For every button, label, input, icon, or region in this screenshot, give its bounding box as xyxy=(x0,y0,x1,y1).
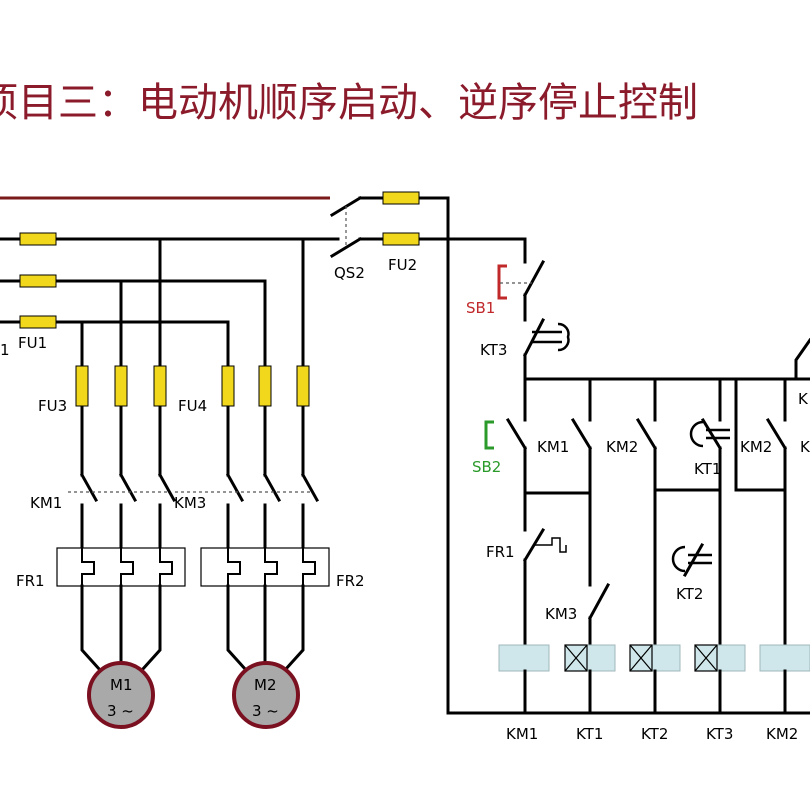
fu3-label: FU3 xyxy=(38,397,67,415)
power-circuit: FU1 1 FU3 FU4 KM1 KM3 xyxy=(0,191,527,729)
fuse-fu1-c xyxy=(19,315,57,329)
kt3-contact xyxy=(522,317,546,358)
kt2-contact xyxy=(682,542,705,578)
coil-km2 xyxy=(759,644,810,715)
fuse-fu4-a xyxy=(221,365,235,407)
fu2-label: FU2 xyxy=(388,256,417,274)
sb2-contact xyxy=(505,417,528,451)
fr1-contact-label: FR1 xyxy=(486,543,515,561)
m1-lead-a xyxy=(80,584,103,673)
right-upper-contact xyxy=(794,337,810,381)
motor-m2-name: M2 xyxy=(254,676,277,694)
fr1-thermal-symbol xyxy=(534,537,567,553)
km2-contact-b xyxy=(765,417,788,451)
sb2-label: SB2 xyxy=(472,458,501,476)
km2-contact-a-label: KM2 xyxy=(606,438,638,456)
km2-contact-b-wire-bottom xyxy=(734,377,787,492)
coil-kt2 xyxy=(629,644,681,715)
km1-hold-contact xyxy=(570,417,593,451)
fuse-fu4-b xyxy=(258,365,272,407)
fr2-power-label: FR2 xyxy=(336,572,365,590)
kt2-timer-symbol xyxy=(671,545,712,573)
km3-main-contact-b xyxy=(262,472,282,503)
motor-m1-name: M1 xyxy=(110,676,133,694)
km3-contact xyxy=(587,582,611,621)
motor-m2: M2 3 ~ xyxy=(232,661,300,729)
coil-label-kt2: KT2 xyxy=(641,725,668,743)
right-k2-label: K xyxy=(800,438,810,456)
m1-lead-c xyxy=(139,584,162,673)
km1-power-label: KM1 xyxy=(30,494,62,512)
km3-power-label: KM3 xyxy=(174,494,206,512)
control-return-rail xyxy=(446,196,810,715)
fuse-fu3-b xyxy=(114,365,128,407)
sb1-label: SB1 xyxy=(466,299,495,317)
km3-main-contact-c xyxy=(300,472,320,503)
kt3-top-label: KT3 xyxy=(480,341,507,359)
fr1-heater-a xyxy=(81,548,95,586)
motor-m2-phase: 3 ~ xyxy=(252,702,279,720)
sb2-button xyxy=(484,420,494,450)
motor-m1: M1 3 ~ xyxy=(87,661,155,729)
left-edge-label: 1 xyxy=(0,341,10,359)
coil-km1 xyxy=(498,644,550,715)
fuse-fu1-a xyxy=(19,232,57,246)
fuse-fu2-b xyxy=(382,232,420,246)
fuse-fu1-b xyxy=(19,274,57,288)
fr2-heater-a xyxy=(227,548,241,586)
qs2-label: QS2 xyxy=(334,264,365,282)
fr1-heater-c xyxy=(159,548,173,586)
fuse-fu4-c xyxy=(296,365,310,407)
sb1-button xyxy=(497,264,507,300)
fr2-heater-b xyxy=(264,548,278,586)
coil-label-km1: KM1 xyxy=(506,725,538,743)
motor-m1-phase: 3 ~ xyxy=(107,702,134,720)
fuse-fu3-a xyxy=(75,365,89,407)
kt1-timer-symbol xyxy=(689,420,730,448)
right-k1-label: K xyxy=(798,390,809,408)
coil-kt1 xyxy=(564,644,616,715)
km2-contact-a xyxy=(635,417,658,451)
km3-main-contact-a xyxy=(225,472,245,503)
km1-main-contact-b xyxy=(118,472,138,503)
control-circuit: SB1 KT3 K SB2 KM1 KM2 KT1 xyxy=(446,196,810,743)
fuse-fu2-a xyxy=(382,191,420,205)
fuse-fu3-c xyxy=(153,365,167,407)
m2-lead-c xyxy=(282,584,305,673)
kt3-timer-symbol xyxy=(532,322,570,352)
coil-kt3 xyxy=(694,644,746,715)
km3-contact-label: KM3 xyxy=(545,605,577,623)
kt2-contact-label: KT2 xyxy=(676,585,703,603)
coil-label-kt1: KT1 xyxy=(576,725,603,743)
qs2-blade-lower xyxy=(329,236,363,259)
kt1-contact-label: KT1 xyxy=(694,460,721,478)
coil-label-km2: KM2 xyxy=(766,725,798,743)
fr1-heater-b xyxy=(120,548,134,586)
km1-main-contact-a xyxy=(79,472,99,503)
fr2-heater-c xyxy=(302,548,316,586)
km2-contact-b-label: KM2 xyxy=(740,438,772,456)
fu4-label: FU4 xyxy=(178,397,207,415)
kt1-contact xyxy=(700,417,723,451)
fu1-label: FU1 xyxy=(18,334,47,352)
km1-contact-label: KM1 xyxy=(537,438,569,456)
sb1-contact xyxy=(522,259,546,298)
m2-lead-a xyxy=(226,584,249,673)
fr1-power-label: FR1 xyxy=(16,572,45,590)
coil-label-kt3: KT3 xyxy=(706,725,733,743)
page-title: 项目三：电动机顺序启动、逆序停止控制 xyxy=(0,80,698,126)
km1-main-contact-c xyxy=(157,472,177,503)
